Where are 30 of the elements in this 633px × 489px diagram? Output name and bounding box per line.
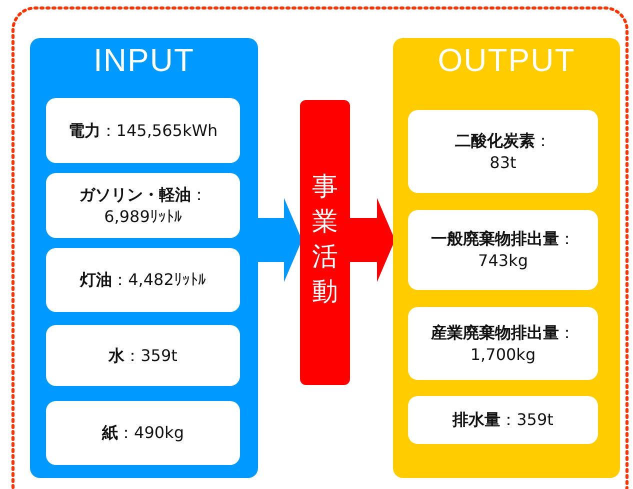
value-text: 83t	[490, 152, 516, 174]
value-text: 6,989ﾘｯﾄﾙ	[104, 206, 182, 228]
panel-title: INPUT	[92, 42, 196, 79]
value-text: 産業廃棄物排出量：	[431, 322, 575, 344]
item-card	[46, 98, 240, 163]
value-text: 排水量：359t	[452, 409, 554, 431]
value-text: 743kg	[478, 250, 528, 272]
item-card	[408, 110, 598, 193]
value-text: 紙：490kg	[102, 422, 184, 444]
panel	[393, 38, 620, 478]
activity-box	[300, 100, 350, 385]
value-text: 灯油：4,482ﾘｯﾄﾙ	[80, 269, 206, 291]
value-text: 電力：145,565kWh	[68, 120, 218, 142]
item-card	[408, 210, 598, 290]
item-card	[46, 401, 240, 465]
value-text: 1,700kg	[470, 344, 536, 366]
item-card	[46, 248, 240, 312]
item-card	[408, 396, 598, 444]
activity-text: 事業活動	[312, 171, 338, 310]
value-text: 水：359t	[108, 344, 178, 366]
panel	[30, 38, 258, 478]
arrow	[258, 198, 302, 282]
panel-title: OUTPUT	[436, 42, 576, 79]
value-text: ガソリン・軽油：	[79, 184, 207, 206]
arrow	[350, 198, 395, 282]
item-card	[46, 325, 240, 386]
value-text: 二酸化炭素：	[455, 130, 551, 152]
value-text: 一般廃棄物排出量：	[431, 228, 575, 250]
item-card	[408, 307, 598, 380]
item-card	[46, 173, 240, 238]
